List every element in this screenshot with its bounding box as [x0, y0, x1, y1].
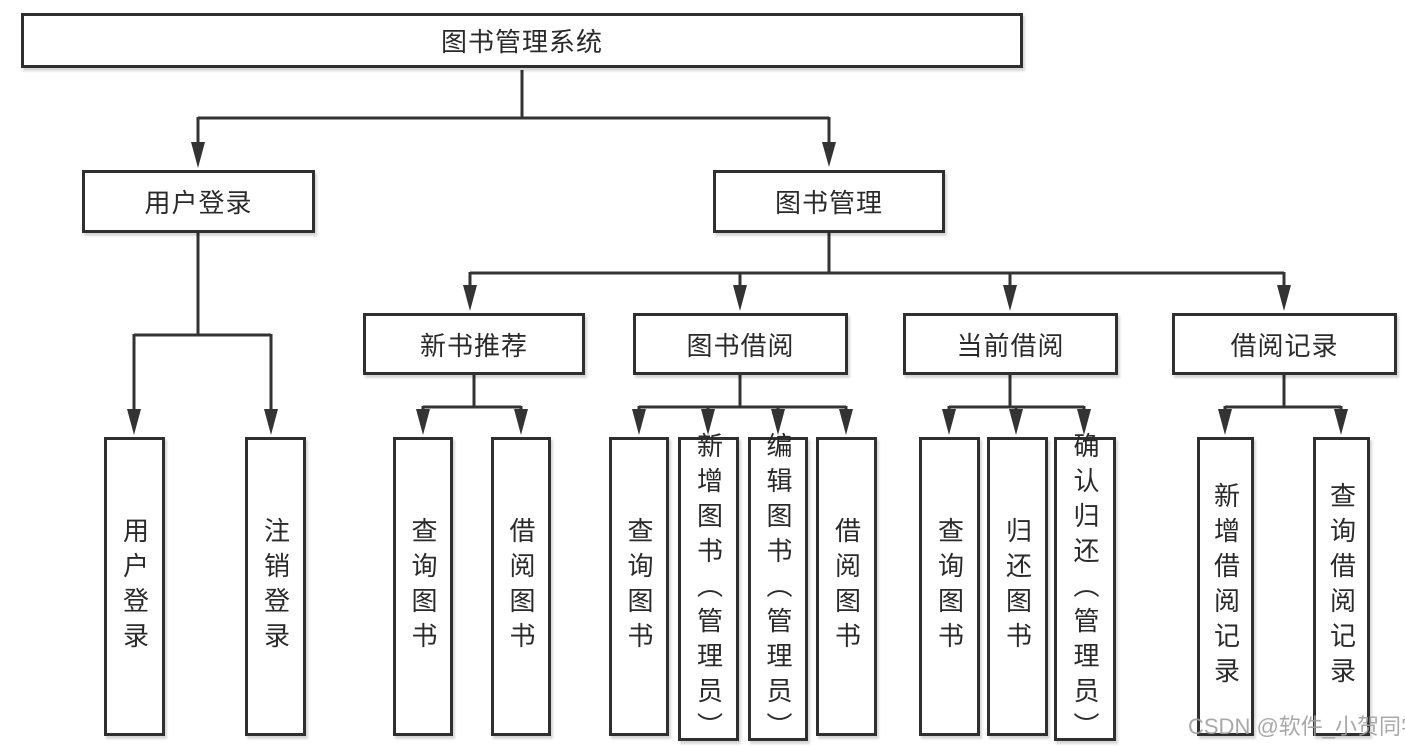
leaf-borrow-books-recommend-label: 借阅图书	[506, 516, 536, 657]
leaf-borrow-books-label: 借阅图书	[831, 516, 862, 657]
leaf-query-books-recommend-label: 查询图书	[408, 516, 438, 657]
connector-current-borrow	[942, 375, 1091, 435]
leaf-confirm-return-admin-label: 确认归还（管理员）	[1070, 431, 1100, 747]
leaf-logout-label: 注销登录	[260, 516, 291, 657]
connector-new-book-recommend	[416, 375, 528, 435]
leaf-borrow-books-recommend: 借阅图书	[491, 437, 551, 736]
leaf-query-borrow-record-label: 查询借阅记录	[1326, 481, 1357, 692]
leaf-user-login-label: 用户登录	[119, 516, 150, 657]
leaf-query-borrow-record: 查询借阅记录	[1313, 437, 1370, 736]
leaf-add-book-admin: 新增图书（管理员）	[678, 432, 739, 747]
node-book-borrow-label: 图书借阅	[686, 330, 795, 361]
node-user-login-label: 用户登录	[144, 188, 253, 218]
connector-book-management	[463, 233, 1291, 311]
node-current-borrow-label: 当前借阅	[956, 330, 1065, 361]
leaf-edit-book-admin-label: 编辑图书（管理员）	[763, 431, 793, 747]
node-borrow-records-label: 借阅记录	[1230, 330, 1339, 361]
leaf-borrow-books: 借阅图书	[816, 437, 877, 736]
node-new-book-recommend-label: 新书推荐	[419, 330, 528, 361]
leaf-query-books-borrow-label: 查询图书	[624, 516, 654, 657]
leaf-return-book: 归还图书	[987, 437, 1048, 736]
watermark: CSDN @软件_小贺同学	[1188, 714, 1405, 739]
connector-root	[191, 70, 836, 168]
leaf-query-books-recommend: 查询图书	[393, 437, 453, 736]
node-borrow-records: 借阅记录	[1172, 313, 1397, 375]
node-new-book-recommend: 新书推荐	[363, 313, 585, 375]
connector-user-login	[127, 233, 278, 435]
connector-book-borrow	[632, 375, 853, 435]
leaf-return-book-label: 归还图书	[1002, 516, 1033, 657]
node-book-management-label: 图书管理	[774, 188, 883, 218]
leaf-add-borrow-record-label: 新增借阅记录	[1210, 481, 1241, 692]
leaf-add-book-admin-label: 新增图书（管理员）	[693, 431, 724, 747]
leaf-query-books-current-label: 查询图书	[934, 516, 965, 657]
leaf-user-login: 用户登录	[104, 437, 165, 736]
leaf-logout: 注销登录	[245, 437, 306, 736]
connector-borrow-records	[1218, 375, 1348, 435]
leaf-query-books-borrow: 查询图书	[609, 437, 669, 736]
node-root-label: 图书管理系统	[440, 27, 603, 57]
leaf-edit-book-admin: 编辑图书（管理员）	[748, 432, 808, 747]
leaf-query-books-current: 查询图书	[919, 437, 980, 736]
node-current-borrow: 当前借阅	[903, 313, 1118, 375]
node-book-management: 图书管理	[713, 170, 945, 233]
node-root: 图书管理系统	[21, 13, 1023, 68]
leaf-confirm-return-admin: 确认归还（管理员）	[1054, 432, 1116, 747]
node-user-login: 用户登录	[82, 170, 315, 233]
node-book-borrow: 图书借阅	[633, 313, 848, 375]
leaf-add-borrow-record: 新增借阅记录	[1197, 437, 1254, 736]
